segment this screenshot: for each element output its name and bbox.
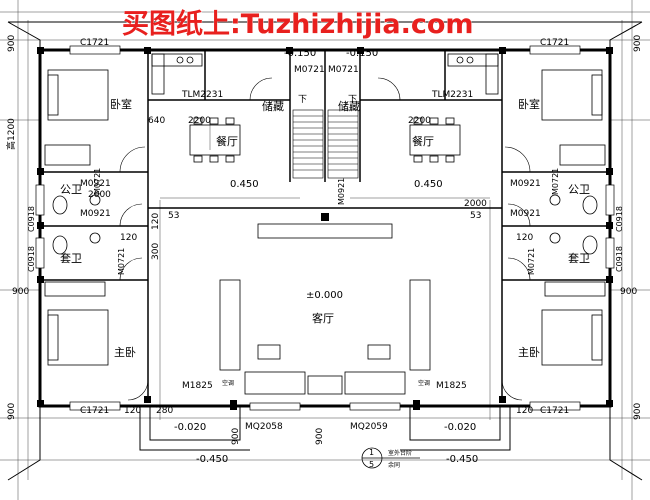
label-door-m0921-d: M0921 <box>510 209 541 219</box>
dim-120-c: 120 <box>516 233 533 243</box>
label-tlm-right: TLM2231 <box>431 90 473 100</box>
room-living: 客厅 <box>312 311 334 325</box>
label-window-c0918-lt: C0918 <box>27 206 36 232</box>
room-dining-left: 餐厅 <box>216 134 238 148</box>
label-stair-down-right: 下 <box>348 95 357 105</box>
room-master-right: 主卧 <box>518 346 540 359</box>
label-stair-down-left: 下 <box>298 95 307 105</box>
label-door-m0721-right: M0721 <box>328 65 359 75</box>
label-window-c0918-rt: C0918 <box>615 206 624 232</box>
dining-tables <box>189 117 461 163</box>
label-door-m0721-vl2: M0721 <box>117 248 126 275</box>
dim-900-tl: 900 <box>7 35 17 52</box>
section-note-top: 室外台阶 <box>388 449 412 457</box>
dim-2200-r: 2200 <box>408 116 431 126</box>
label-m1825-left: M1825 <box>182 381 213 391</box>
label-mq-left: MQ2058 <box>245 422 283 432</box>
section-number-bottom: 5 <box>369 460 374 469</box>
section-number-top: 1 <box>369 448 374 457</box>
elev-porch-right: -0.020 <box>444 422 476 433</box>
door-swings <box>119 77 531 401</box>
label-door-m0721-left: M0721 <box>294 65 325 75</box>
label-window-c0918-lb: C0918 <box>27 246 36 272</box>
section-note-bottom: 余同 <box>388 461 400 469</box>
dim-2000-l: 2000 <box>88 190 111 200</box>
dim-120-e: 120 <box>151 213 161 230</box>
label-door-m0921-b: M0921 <box>510 179 541 189</box>
elev-living: ±0.000 <box>306 290 343 301</box>
dim-280: 280 <box>156 406 173 416</box>
dim-900-bc: 900 <box>231 428 241 445</box>
dim-53-l: 53 <box>168 211 179 221</box>
label-door-m0721-vl: M0721 <box>93 168 102 195</box>
room-bedroom-left: 卧室 <box>110 97 132 111</box>
label-mq-right: MQ2059 <box>350 422 388 432</box>
room-master-left: 主卧 <box>114 346 136 359</box>
dim-900-bc2: 900 <box>315 428 325 445</box>
dim-120-a: 120 <box>124 406 141 416</box>
label-door-m0721-vr2: M0721 <box>527 248 536 275</box>
watermark: 买图纸上:Tuzhizhijia.com <box>122 8 474 40</box>
label-door-m0921-c: M0921 <box>80 209 111 219</box>
elev-mid-right: 0.450 <box>414 179 443 190</box>
section-mark <box>361 447 420 469</box>
interior-walls <box>40 50 610 400</box>
dim-120-b: 120 <box>120 233 137 243</box>
dim-2000-r: 2000 <box>464 199 487 209</box>
room-suite-bath-left: 套卫 <box>60 252 82 265</box>
dim-300: 300 <box>151 243 161 260</box>
room-bedroom-right: 卧室 <box>518 97 540 111</box>
elev-ground-left: -0.450 <box>196 454 228 465</box>
kitchen-counters <box>151 53 499 95</box>
dim-900-ml: 900 <box>12 287 29 297</box>
dim-53-r: 53 <box>470 211 481 221</box>
elev-porch-left: -0.020 <box>174 422 206 433</box>
elev-top-left: -0.150 <box>284 48 316 59</box>
elev-top-right: -0.150 <box>346 48 378 59</box>
room-dining-right: 餐厅 <box>412 134 434 148</box>
label-aircon-left: 空调 <box>222 379 234 387</box>
room-storage-right: 储藏 <box>338 99 360 113</box>
label-window-bottom-left: C1721 <box>80 406 109 416</box>
dim-900-br: 900 <box>633 403 643 420</box>
windows <box>35 45 615 411</box>
elev-mid-left: 0.450 <box>230 179 259 190</box>
label-window-top-right: C1721 <box>540 38 569 48</box>
room-storage-left: 储藏 <box>262 99 284 113</box>
columns <box>37 47 613 410</box>
label-m1825-right: M1825 <box>436 381 467 391</box>
room-public-bath-left: 公卫 <box>60 183 82 196</box>
beds <box>44 69 606 366</box>
dim-640: 640 <box>148 116 165 126</box>
dim-1200-l: 高1200 <box>5 118 17 150</box>
label-tlm-left: TLM2231 <box>181 90 223 100</box>
bathroom-fixtures <box>52 194 598 255</box>
label-aircon-right: 空调 <box>418 379 430 387</box>
dim-900-mr: 900 <box>620 287 637 297</box>
dim-900-bl: 900 <box>7 403 17 420</box>
dim-2200-l: 2200 <box>188 116 211 126</box>
porch <box>139 406 511 451</box>
dim-900-tr: 900 <box>633 35 643 52</box>
stairs <box>292 109 359 179</box>
living-sofas <box>219 223 431 395</box>
label-window-bottom-right: C1721 <box>540 406 569 416</box>
room-public-bath-right: 公卫 <box>568 183 590 196</box>
label-door-m0921-a: M0921 <box>80 179 111 189</box>
dim-120-d: 120 <box>516 406 533 416</box>
label-door-m0721-vr: M0721 <box>551 168 560 195</box>
label-window-c0918-rb: C0918 <box>615 246 624 272</box>
elev-ground-right: -0.450 <box>446 454 478 465</box>
label-window-top-left: C1721 <box>80 38 109 48</box>
label-door-m0921-center: M0921 <box>337 178 346 205</box>
room-suite-bath-right: 套卫 <box>568 252 590 265</box>
